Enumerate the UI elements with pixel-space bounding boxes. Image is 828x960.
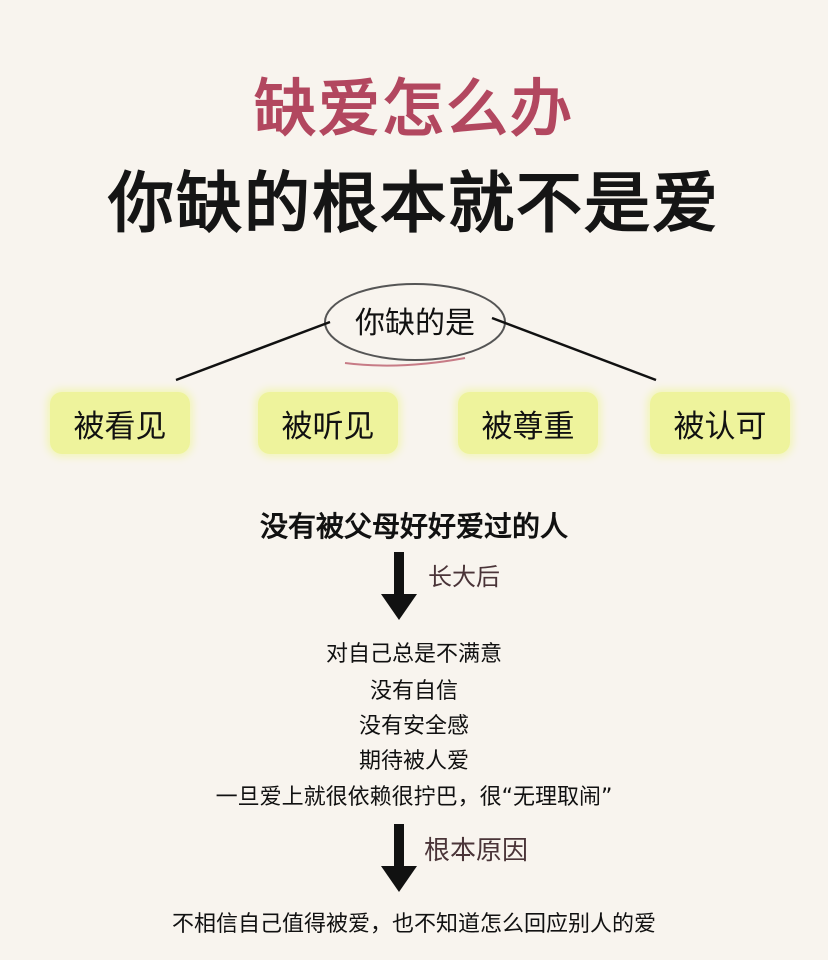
hub-underline <box>344 357 466 367</box>
title-line-1: 缺爱怎么办 <box>253 72 574 145</box>
need-box-heard: 被听见 <box>258 392 398 454</box>
down-arrow-icon <box>381 552 417 620</box>
root-cause-text: 不相信自己值得被爱，也不知道怎么回应别人的爱 <box>171 912 656 937</box>
need-box-seen: 被看见 <box>50 392 190 454</box>
need-box-respected: 被尊重 <box>458 392 598 454</box>
symptom-item: 期待被人爱 <box>358 749 469 774</box>
connector-right <box>491 316 657 382</box>
down-arrow-icon <box>381 824 417 892</box>
symptom-item: 一旦爱上就很依赖很拧巴，很“无理取闹” <box>215 785 613 810</box>
subject-heading: 没有被父母好好爱过的人 <box>259 510 568 543</box>
hub-label: 你缺的是 <box>355 306 475 341</box>
symptom-item: 没有安全感 <box>358 714 469 739</box>
symptom-item: 对自己总是不满意 <box>325 642 502 667</box>
title-line-2: 你缺的根本就不是爱 <box>108 165 720 242</box>
need-box-recognized: 被认可 <box>650 392 790 454</box>
arrow-label-root-cause: 根本原因 <box>424 836 529 866</box>
symptom-item: 没有自信 <box>369 679 458 704</box>
arrow-label-grow-up: 长大后 <box>428 563 500 591</box>
connector-left <box>175 320 331 382</box>
